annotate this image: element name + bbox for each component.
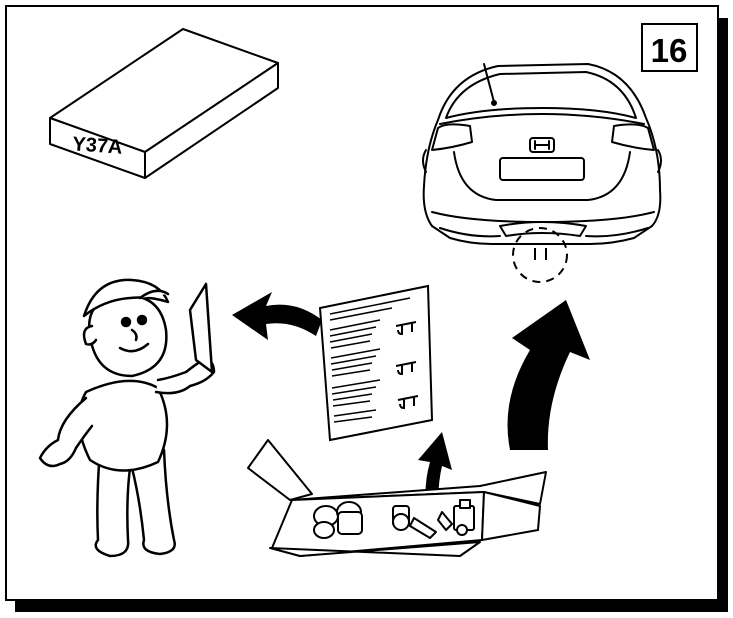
parts-box: [247, 439, 547, 557]
arrow-to-car-icon: [507, 300, 590, 450]
step-number-box: 16: [641, 23, 698, 72]
car-rear-illustration: [422, 63, 662, 245]
box-label: Y37A: [72, 133, 123, 158]
kit-box: Y37A: [49, 28, 279, 179]
step-number: 16: [651, 32, 688, 69]
man-illustration: [38, 278, 216, 558]
tow-point-marker: [512, 227, 568, 283]
instruction-sheet: [318, 284, 434, 442]
arrow-to-man-icon: [232, 292, 322, 340]
